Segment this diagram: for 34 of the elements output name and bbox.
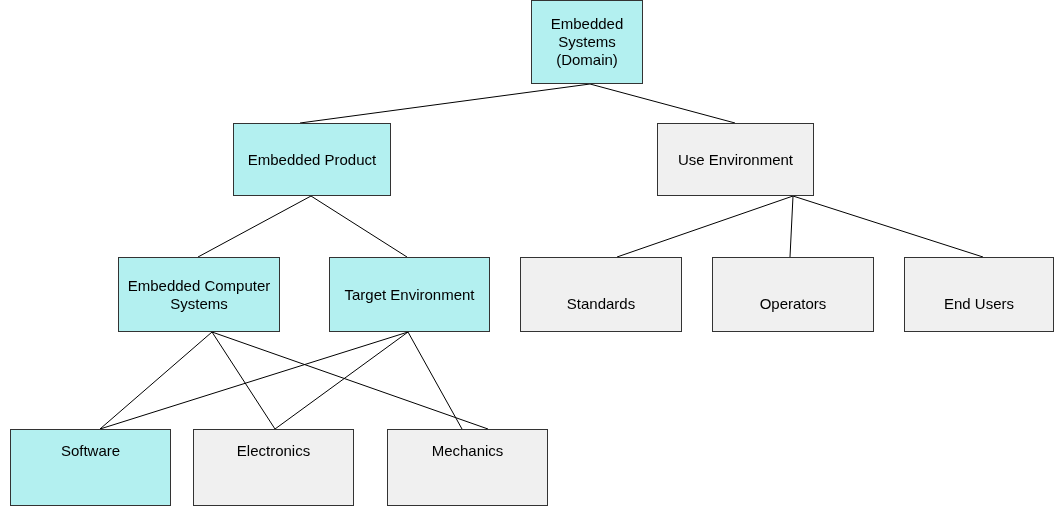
node-box bbox=[118, 257, 280, 332]
node-box bbox=[531, 0, 643, 84]
node-label: Embedded Computer Systems bbox=[126, 276, 272, 313]
node-label: Embedded Product bbox=[247, 150, 377, 169]
node-box bbox=[233, 123, 391, 196]
node-label: Embedded Systems (Domain) bbox=[549, 15, 625, 69]
connector-line bbox=[211, 331, 489, 430]
connector-line bbox=[99, 331, 409, 430]
connector-line bbox=[197, 195, 312, 258]
connector-line bbox=[616, 195, 794, 258]
node-label: Target Environment bbox=[344, 285, 475, 304]
node-box bbox=[329, 257, 490, 332]
node-label: Operators bbox=[759, 295, 827, 313]
connector-line bbox=[310, 195, 408, 258]
node-label: Software bbox=[60, 442, 121, 460]
connector-line bbox=[211, 331, 276, 430]
connector-line bbox=[407, 331, 463, 430]
node-box bbox=[904, 257, 1054, 332]
node-box bbox=[520, 257, 682, 332]
node-label: Standards bbox=[566, 295, 636, 313]
connector-line bbox=[99, 331, 213, 430]
connector-line bbox=[274, 331, 409, 430]
connector-line bbox=[792, 195, 984, 258]
connector-line bbox=[589, 83, 736, 124]
node-box bbox=[712, 257, 874, 332]
node-label: Electronics bbox=[236, 442, 311, 460]
node-label: Use Environment bbox=[677, 150, 794, 169]
node-box bbox=[657, 123, 814, 196]
node-box bbox=[387, 429, 548, 506]
connector-line bbox=[789, 195, 794, 258]
node-label: Mechanics bbox=[431, 442, 504, 460]
node-box bbox=[193, 429, 354, 506]
node-box bbox=[10, 429, 171, 506]
node-label: End Users bbox=[944, 295, 1014, 313]
